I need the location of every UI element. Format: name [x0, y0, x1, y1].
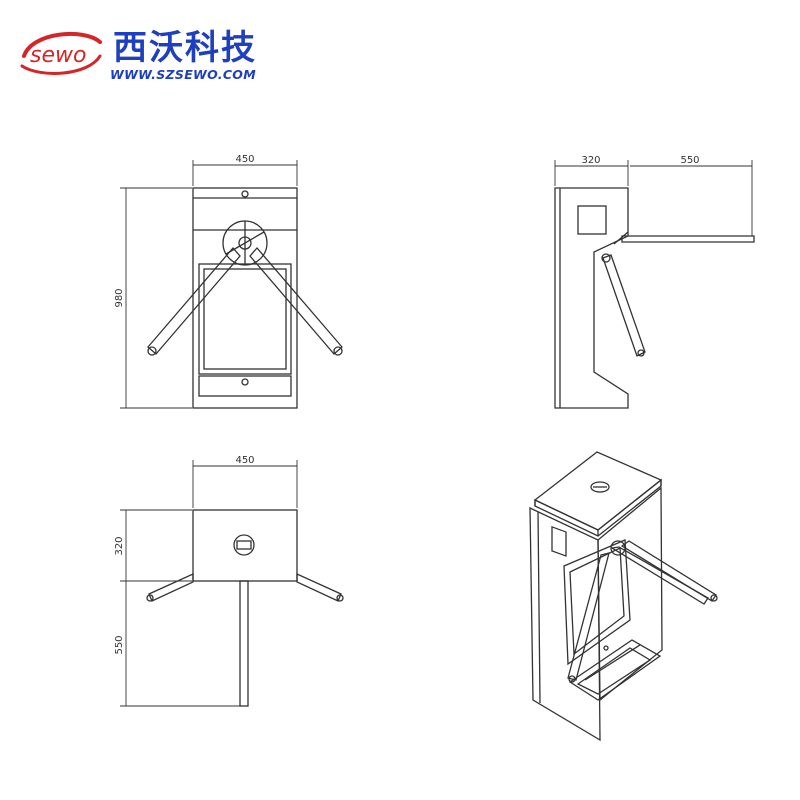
sewo-logo: sewo: [20, 31, 102, 75]
top-arm-dimension: 550: [114, 635, 125, 654]
company-name: 西沃科技: [113, 28, 257, 68]
front-height-dimension: 980: [114, 288, 125, 307]
company-url: WWW.SZSEWO.COM: [110, 67, 256, 82]
logo-script-text: sewo: [30, 43, 86, 68]
top-depth-dimension: 320: [114, 536, 125, 555]
front-view: 450 980: [114, 154, 343, 409]
side-arm-dimension: 550: [680, 155, 699, 166]
side-view: 320 550: [554, 155, 755, 409]
side-depth-dimension: 320: [581, 155, 600, 166]
isometric-view: [529, 451, 718, 742]
top-width-dimension: 450: [235, 455, 254, 466]
top-view: 450 320 550: [114, 455, 344, 707]
front-width-dimension: 450: [235, 154, 254, 165]
